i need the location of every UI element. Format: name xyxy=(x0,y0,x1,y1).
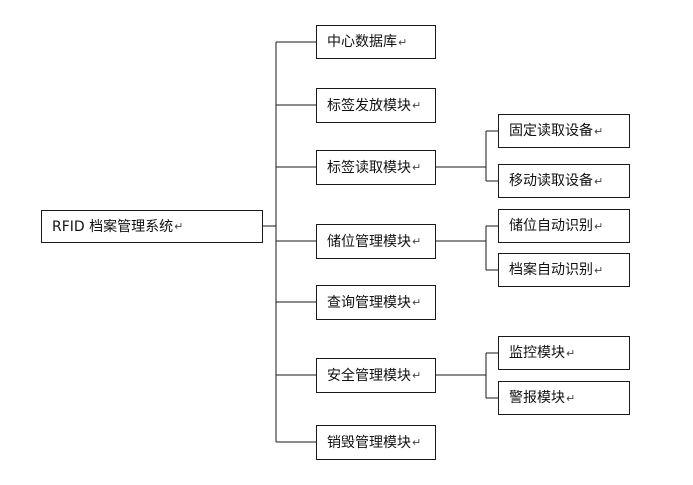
module-node: 标签读取模块↵ xyxy=(316,150,436,185)
module-label: 标签发放模块 xyxy=(327,97,411,114)
return-mark-icon: ↵ xyxy=(398,35,408,49)
return-mark-icon: ↵ xyxy=(174,220,184,233)
sub-node: 监控模块↵ xyxy=(498,336,630,370)
return-mark-icon: ↵ xyxy=(412,235,422,248)
root-node-label: RFID 档案管理系统 xyxy=(52,218,174,235)
module-label: 标签读取模块 xyxy=(327,159,411,176)
return-mark-icon: ↵ xyxy=(594,124,604,138)
module-label: 安全管理模块 xyxy=(327,367,411,384)
return-mark-icon: ↵ xyxy=(594,219,604,233)
sub-node-label: 移动读取设备 xyxy=(509,173,593,189)
sub-node-label: 固定读取设备 xyxy=(509,123,593,139)
sub-node-label: 档案自动识别 xyxy=(509,262,593,278)
return-mark-icon: ↵ xyxy=(412,99,422,112)
return-mark-icon: ↵ xyxy=(412,369,422,382)
sub-node-label: 监控模块 xyxy=(509,345,565,361)
module-label: 销毁管理模块 xyxy=(327,434,411,451)
sub-node: 警报模块↵ xyxy=(498,381,630,415)
return-mark-icon: ↵ xyxy=(412,161,422,174)
return-mark-icon: ↵ xyxy=(412,296,422,309)
sub-node: 档案自动识别↵ xyxy=(498,253,630,287)
sub-node-label: 警报模块 xyxy=(509,390,565,406)
return-mark-icon: ↵ xyxy=(566,391,576,405)
module-label: 查询管理模块 xyxy=(327,294,411,311)
sub-node: 固定读取设备↵ xyxy=(498,114,630,148)
sub-node-label: 储位自动识别 xyxy=(509,218,593,234)
module-node: 标签发放模块↵ xyxy=(316,88,436,123)
return-mark-icon: ↵ xyxy=(566,346,576,360)
module-node: 查询管理模块↵ xyxy=(316,285,436,320)
module-node: 中心数据库↵ xyxy=(316,25,436,59)
module-label: 储位管理模块 xyxy=(327,233,411,250)
module-node: 安全管理模块↵ xyxy=(316,358,436,393)
sub-node: 移动读取设备↵ xyxy=(498,164,630,198)
module-label: 中心数据库 xyxy=(327,34,397,50)
return-mark-icon: ↵ xyxy=(412,436,422,449)
module-node: 销毁管理模块↵ xyxy=(316,425,436,460)
sub-node: 储位自动识别↵ xyxy=(498,209,630,243)
return-mark-icon: ↵ xyxy=(594,263,604,277)
module-node: 储位管理模块↵ xyxy=(316,224,436,259)
root-node: RFID 档案管理系统↵ xyxy=(41,210,263,243)
return-mark-icon: ↵ xyxy=(594,174,604,188)
